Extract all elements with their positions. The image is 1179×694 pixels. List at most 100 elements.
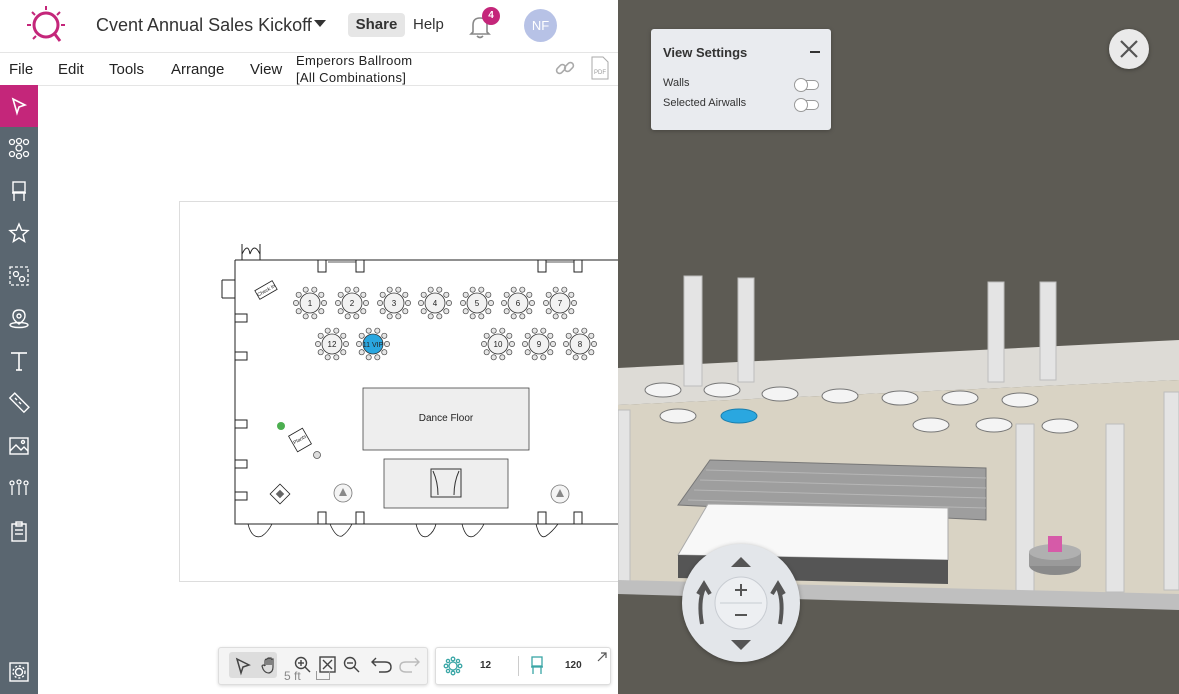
chair[interactable] [427,286,434,293]
chair[interactable] [503,308,510,315]
chair[interactable] [524,349,531,356]
table-top[interactable] [549,292,571,314]
measure-tool-button[interactable] [0,382,38,424]
chair[interactable] [317,332,324,339]
chair[interactable] [510,286,517,293]
chair[interactable] [340,349,347,356]
undo-icon[interactable] [370,654,394,674]
rotate-left-icon[interactable] [696,580,712,625]
chair[interactable] [356,341,362,347]
chair[interactable] [324,354,331,361]
chair[interactable] [469,286,476,293]
chair[interactable] [483,349,490,356]
chair[interactable] [418,300,424,306]
table-top[interactable] [383,292,405,314]
chair[interactable] [446,300,452,306]
table-top[interactable] [299,292,321,314]
chair[interactable] [499,354,506,361]
round-table-10[interactable]: 10 [481,327,515,361]
chair[interactable] [547,349,554,356]
chair[interactable] [374,354,381,361]
cake-table[interactable] [269,483,291,505]
share-button[interactable]: Share [348,13,405,37]
chair[interactable] [503,291,510,298]
chair[interactable] [540,327,547,334]
table-top[interactable] [487,333,509,355]
table-top[interactable] [528,333,550,355]
hand-icon[interactable] [259,655,279,675]
chair[interactable] [481,341,487,347]
round-table-6[interactable]: 6 [501,286,535,320]
chair[interactable] [324,327,331,334]
chair[interactable] [360,308,367,315]
menu-arrange[interactable]: Arrange [171,61,225,78]
stage[interactable] [383,458,509,509]
chair[interactable] [395,313,402,320]
attendees-tool-button[interactable] [0,467,38,509]
table-top[interactable] [362,333,384,355]
round-table-12[interactable]: 12 [315,327,349,361]
chair[interactable] [420,291,427,298]
chair[interactable] [343,341,349,347]
dance-floor[interactable] [362,387,530,451]
chair[interactable] [318,308,325,315]
text-tool-button[interactable] [0,340,38,382]
chair[interactable] [519,286,526,293]
chair[interactable] [358,332,365,339]
chair[interactable] [490,354,497,361]
chair[interactable] [563,341,569,347]
chair[interactable] [561,313,568,320]
chair[interactable] [591,341,597,347]
chair[interactable] [478,313,485,320]
chair[interactable] [402,308,409,315]
chair[interactable] [360,291,367,298]
event-title[interactable]: Cvent Annual Sales Kickoff [96,15,312,35]
chair[interactable] [526,308,533,315]
chair[interactable] [315,341,321,347]
chair[interactable] [344,313,351,320]
checklist-tool-button[interactable] [0,510,38,552]
chair[interactable] [540,354,547,361]
chair[interactable] [524,332,531,339]
chair[interactable] [531,327,538,334]
avatar[interactable]: NF [524,9,557,42]
close-3d-button[interactable] [1109,29,1149,69]
menu-edit[interactable]: Edit [58,61,84,78]
chair[interactable] [571,300,577,306]
cvent-logo-icon[interactable] [24,5,68,47]
chair[interactable] [460,300,466,306]
chair[interactable] [405,300,411,306]
chair[interactable] [379,308,386,315]
camera-marker-left[interactable] [333,483,353,503]
chair[interactable] [588,332,595,339]
chair[interactable] [337,308,344,315]
chair[interactable] [552,286,559,293]
places-tool-button[interactable] [0,297,38,339]
chair[interactable] [365,354,372,361]
chair[interactable] [302,313,309,320]
chair[interactable] [568,291,575,298]
chair[interactable] [353,286,360,293]
chair[interactable] [395,286,402,293]
table-top[interactable] [341,292,363,314]
chair[interactable] [545,308,552,315]
chair[interactable] [374,327,381,334]
chair[interactable] [358,349,365,356]
chair[interactable] [379,291,386,298]
chair[interactable] [488,300,494,306]
favorites-tool-button[interactable] [0,212,38,254]
menu-file[interactable]: File [9,61,34,78]
table-top[interactable] [569,333,591,355]
event-dropdown-caret-icon[interactable] [314,20,326,27]
seating-tool-button[interactable] [0,170,38,212]
round-table-2[interactable]: 2 [335,286,369,320]
zoom-in-3d-icon[interactable] [735,584,747,596]
chair[interactable] [581,354,588,361]
chair[interactable] [478,286,485,293]
chair[interactable] [581,327,588,334]
chair[interactable] [340,332,347,339]
chair[interactable] [318,291,325,298]
chair[interactable] [483,332,490,339]
chair[interactable] [344,286,351,293]
camera-marker-right[interactable] [550,484,570,504]
